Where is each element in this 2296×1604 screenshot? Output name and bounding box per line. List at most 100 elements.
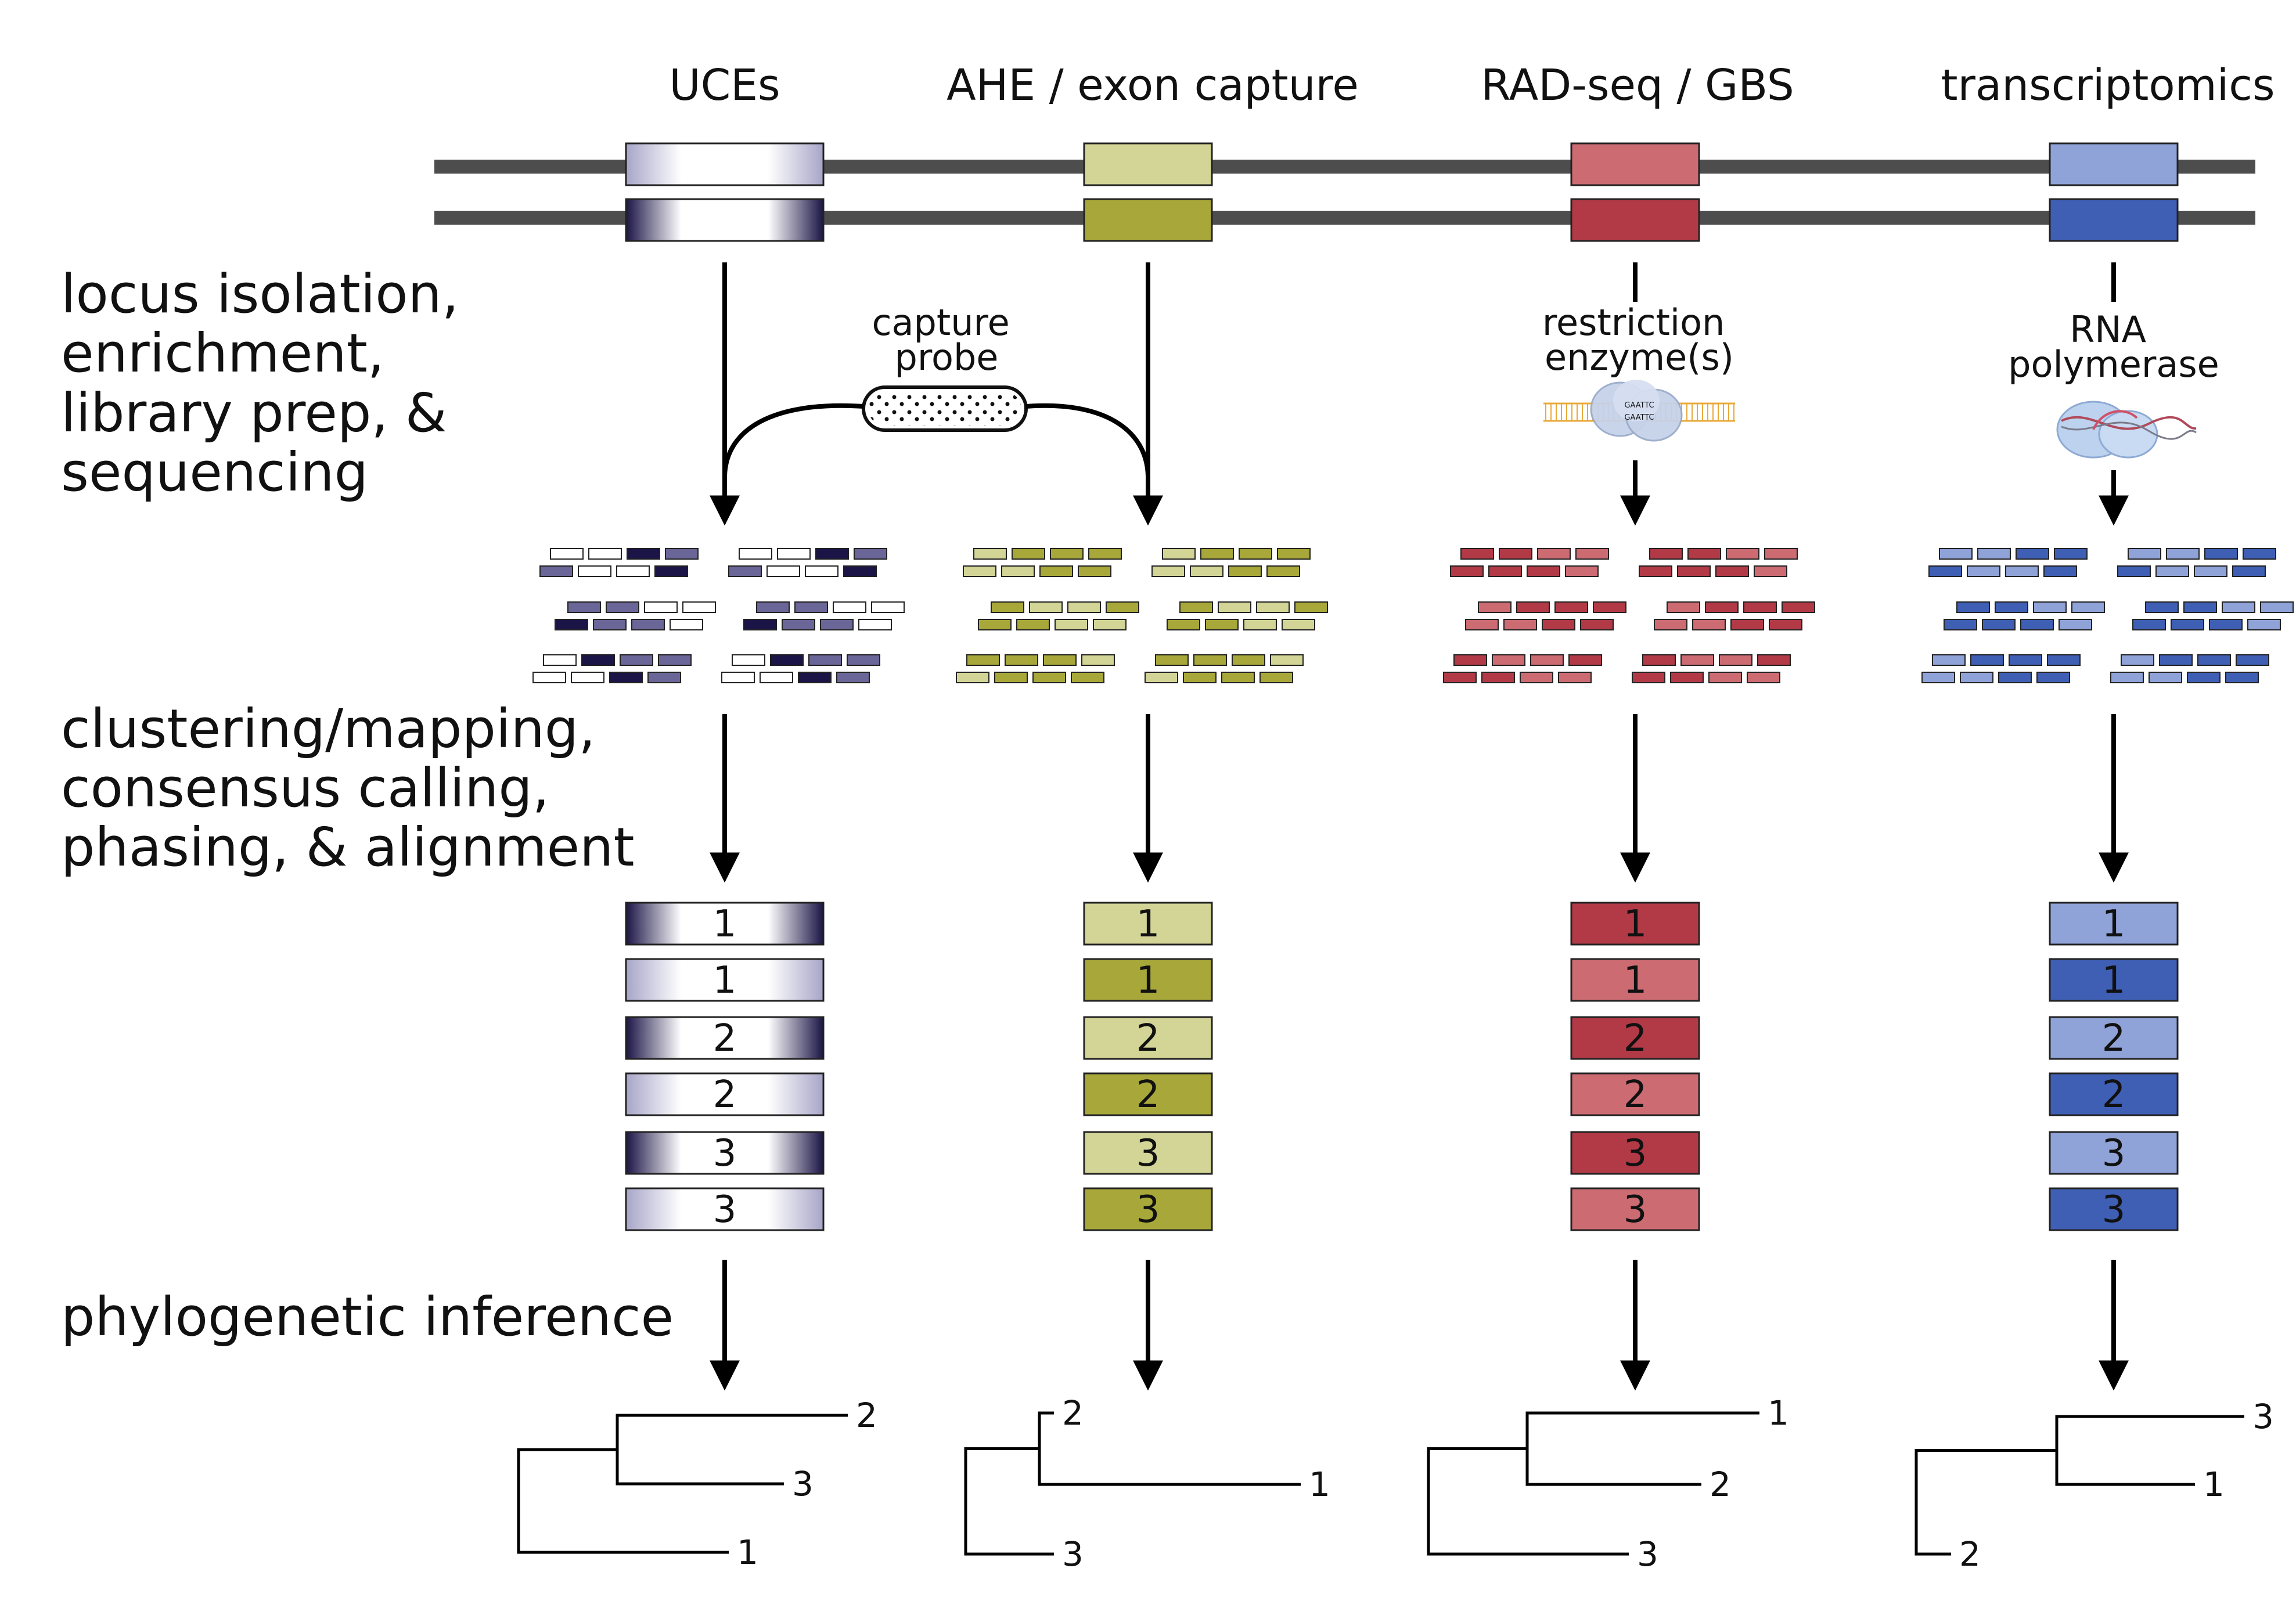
locus-number: 1 <box>713 959 737 1002</box>
sequence-read <box>2222 601 2255 613</box>
phylogenetic-tree: 123 <box>1427 1393 1789 1574</box>
locus-box <box>2049 1072 2179 1116</box>
sequence-read <box>1093 619 1127 630</box>
locus-number: 3 <box>1136 1132 1160 1175</box>
sequence-read <box>1764 548 1798 560</box>
sequence-read <box>1670 672 1704 683</box>
sequence-read <box>2209 619 2243 630</box>
sequence-read <box>1642 654 1676 666</box>
sequence-read <box>567 601 601 613</box>
sequence-read <box>2232 565 2266 577</box>
sequence-read <box>1649 548 1683 560</box>
polymerase-blob <box>2098 410 2158 459</box>
column-titles: UCEs AHE / exon capture RAD-seq / GBS tr… <box>669 60 2275 110</box>
sequence-read <box>647 672 681 683</box>
sequence-read <box>1743 601 1777 613</box>
sequence-read <box>991 601 1024 613</box>
sequence-read <box>1029 601 1063 613</box>
sequence-read <box>1243 619 1277 630</box>
sequence-read <box>1705 601 1739 613</box>
sequence-read <box>2020 619 2054 630</box>
sequence-read <box>631 619 665 630</box>
rna-polymerase-icon <box>2056 401 2197 459</box>
sequence-read <box>2005 565 2039 577</box>
capture-probe-label: capture probe <box>872 301 1021 379</box>
sequence-read <box>1687 548 1721 560</box>
tree-tip-label: 2 <box>1710 1465 1731 1504</box>
sequence-read <box>2033 601 2067 613</box>
capture-probe-dots <box>868 392 1021 426</box>
sequence-read <box>670 619 703 630</box>
restriction-enzyme-icon: GAATTC GAATTC <box>1543 380 1735 442</box>
locus-number: 1 <box>1136 959 1160 1002</box>
sequence-read <box>956 672 989 683</box>
sequence-read <box>978 619 1012 630</box>
sequence-read <box>1088 548 1122 560</box>
locus-number: 2 <box>1624 1017 1647 1060</box>
locus-box <box>1570 958 1700 1002</box>
sequence-read <box>2183 601 2217 613</box>
sequence-read <box>1179 601 1213 613</box>
sequence-read <box>1654 619 1687 630</box>
sequence-read <box>1145 672 1178 683</box>
stage-label-line: consensus calling, <box>61 757 549 819</box>
sequence-read <box>581 654 615 666</box>
sequence-read <box>1266 565 1300 577</box>
locus-box <box>2049 902 2179 946</box>
sequence-read <box>871 601 905 613</box>
sequence-read <box>2171 619 2204 630</box>
sequence-read <box>1639 565 1672 577</box>
sequence-read <box>2132 619 2166 630</box>
sequence-read <box>808 654 842 666</box>
locus-box <box>1570 1072 1700 1116</box>
locus-number: 2 <box>1136 1017 1160 1060</box>
sequence-read <box>2043 565 2077 577</box>
sequence-read <box>794 601 828 613</box>
chromosome-locus-upper <box>1083 142 1213 186</box>
sequence-read <box>1928 565 1962 577</box>
chromosome-locus-upper <box>625 142 825 186</box>
sequence-read <box>532 672 566 683</box>
sequence-read <box>1228 565 1262 577</box>
locus-box <box>625 1131 825 1175</box>
stage-label-line: phasing, & alignment <box>61 816 635 878</box>
sequence-read <box>1478 601 1512 613</box>
sequence-read <box>2121 654 2154 666</box>
sequence-read <box>2204 548 2238 560</box>
sequence-read <box>1106 601 1139 613</box>
chromosome-locus-upper <box>1570 142 1700 186</box>
sequence-read <box>1465 619 1499 630</box>
sequence-read <box>777 548 811 560</box>
sequence-read <box>770 654 804 666</box>
sequence-read <box>2187 672 2221 683</box>
locus-number: 3 <box>1136 1188 1160 1231</box>
locus-box <box>1083 1072 1213 1116</box>
sequence-read <box>2149 672 2182 683</box>
locus-number: 3 <box>1624 1188 1647 1231</box>
sequence-read <box>616 565 650 577</box>
sequence-read <box>1944 619 1977 630</box>
sequence-read <box>2009 654 2042 666</box>
stage-label-locus-isolation: locus isolation, enrichment, library pre… <box>61 263 476 503</box>
locus-number: 2 <box>2102 1017 2126 1060</box>
locus-box <box>625 1187 825 1231</box>
sequence-read <box>1200 548 1234 560</box>
tree-tip-label: 2 <box>1062 1393 1084 1433</box>
sequence-read <box>609 672 643 683</box>
sequence-read <box>1050 548 1084 560</box>
tree-tip-label: 1 <box>2203 1465 2225 1504</box>
sequence-read <box>1259 672 1293 683</box>
sequence-read <box>654 565 688 577</box>
sequence-read <box>1167 619 1200 630</box>
locus-box <box>2049 958 2179 1002</box>
sequence-read <box>1043 654 1077 666</box>
sequence-read <box>2016 548 2049 560</box>
enzyme-site-text: GAATTC <box>1624 413 1654 422</box>
sequence-read <box>1450 565 1484 577</box>
restriction-enzyme-label-line: enzyme(s) <box>1545 336 1734 379</box>
tree-tip-label: 1 <box>737 1533 758 1572</box>
dna-strand <box>2061 421 2197 440</box>
locus-box <box>1083 958 1213 1002</box>
enzyme-blob <box>1613 380 1660 421</box>
sequence-read <box>1995 601 2028 613</box>
